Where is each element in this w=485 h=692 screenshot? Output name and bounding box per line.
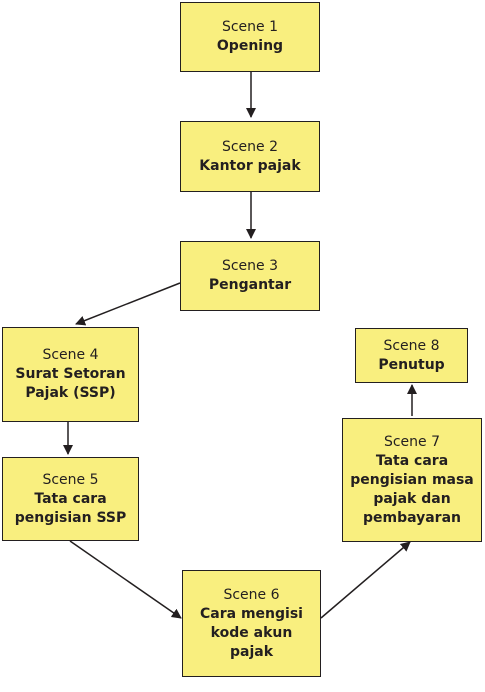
scene-2-title: Kantor pajak: [199, 157, 301, 174]
scene-1-title: Opening: [216, 38, 284, 54]
scene-7-title-line-4: pembayaran: [362, 509, 462, 526]
scene-7-label: Scene 7: [383, 433, 441, 450]
scene-6-title-line-3: pajak: [229, 643, 274, 660]
scene-7-box: Scene 7 Tata cara pengisian masa pajak d…: [342, 418, 482, 542]
arrow-scene6-to-scene7: [320, 541, 411, 619]
scene-7-title-line-1: Tata cara: [375, 452, 449, 469]
scene-5-title-line-1: Tata cara: [34, 490, 107, 507]
arrow-scene3-to-scene4: [75, 282, 181, 326]
arrow-scene5-to-scene6: [69, 540, 182, 619]
scene-4-label: Scene 4: [42, 347, 99, 363]
scene-3-label: Scene 3: [221, 258, 279, 274]
scene-8-label: Scene 8: [383, 337, 440, 354]
scene-5-box: Scene 5 Tata cara pengisian SSP: [2, 457, 139, 541]
scene-7-title-line-2: pengisian masa: [350, 471, 474, 488]
scene-6-label: Scene 6: [223, 586, 280, 603]
scene-4-box: Scene 4 Surat Setoran Pajak (SSP): [2, 327, 139, 422]
scene-3-box: Scene 3 Pengantar: [180, 241, 320, 311]
scene-4-title-line-2: Pajak (SSP): [25, 385, 116, 401]
scene-2-box: Scene 2 Kantor pajak: [180, 121, 320, 192]
scene-1-box: Scene 1 Opening: [180, 2, 320, 72]
scene-5-label: Scene 5: [42, 471, 99, 488]
scene-8-box: Scene 8 Penutup: [355, 328, 468, 383]
scene-4-title-line-1: Surat Setoran: [15, 366, 126, 382]
scene-5-title-line-2: pengisian SSP: [14, 509, 127, 526]
scene-6-title-line-1: Cara mengisi: [200, 605, 303, 622]
scene-7-title-line-3: pajak dan: [373, 490, 451, 507]
scene-8-title: Penutup: [378, 356, 445, 373]
scene-6-title-line-2: kode akun: [210, 624, 293, 641]
scene-1-label: Scene 1: [221, 19, 279, 35]
scene-6-box: Scene 6 Cara mengisi kode akun pajak: [182, 570, 321, 677]
scene-2-label: Scene 2: [221, 138, 279, 155]
scene-3-title: Pengantar: [208, 277, 292, 293]
